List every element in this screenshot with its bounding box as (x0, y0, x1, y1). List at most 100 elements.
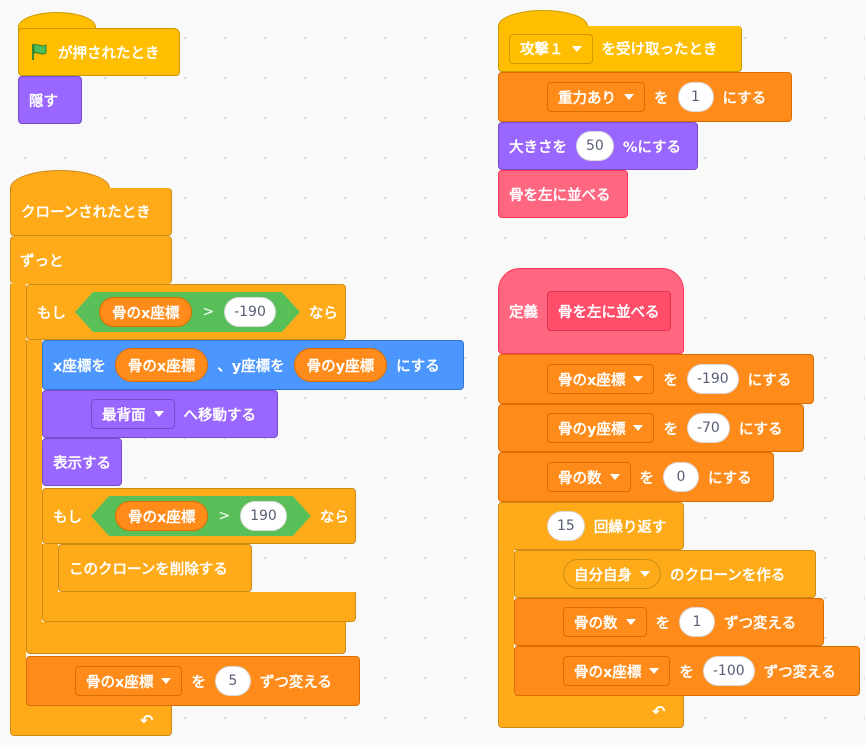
variable-dropdown[interactable]: 骨の数 (563, 607, 647, 637)
goto-y-label: 、y座標を (217, 358, 285, 375)
variable-dropdown[interactable]: 骨のx座標 (547, 364, 655, 394)
change-value-input[interactable]: 5 (214, 666, 251, 696)
variable-name: 骨のy座標 (558, 421, 626, 438)
if1-arm (26, 340, 42, 626)
set-tail: にする (738, 421, 783, 438)
caret-down-icon (625, 619, 636, 625)
clone-target-dropdown[interactable]: 自分自身 (563, 559, 661, 589)
repeat-tail: 回繰り返す (593, 519, 667, 536)
variable-dropdown[interactable]: 重力あり (547, 82, 645, 112)
when-i-receive-block[interactable]: 攻撃１ を受け取ったとき (498, 26, 742, 72)
call-procedure-block[interactable]: 骨を左に並べる (498, 170, 628, 218)
receive-tail: を受け取ったとき (601, 42, 718, 58)
show-block[interactable]: 表示する (42, 438, 122, 486)
greater-than-operator[interactable]: 骨のx座標 > 190 (91, 496, 311, 536)
variable-dropdown[interactable]: 骨のy座標 (547, 413, 655, 443)
forever-block[interactable] (10, 236, 172, 284)
hide-block[interactable]: 隠す (18, 76, 82, 124)
set-value-input[interactable]: 0 (663, 462, 699, 492)
compare-value-input[interactable]: 190 (240, 501, 287, 531)
caret-down-icon (633, 376, 644, 382)
gt-symbol: > (202, 304, 215, 320)
if2-bottom (42, 592, 356, 622)
define-block[interactable]: 定義 骨を左に並べる (498, 268, 684, 354)
size-value-input[interactable]: 50 (576, 131, 614, 161)
forever-label: ずっと (20, 253, 64, 270)
if-x-gt-neg190-block[interactable]: もし 骨のx座標 > -190 なら (26, 284, 346, 340)
set-bone-count-block[interactable]: 骨の数 を 0 にする (498, 452, 774, 502)
repeat-block[interactable]: 15 回繰り返す (498, 502, 684, 550)
repeat-arm (498, 548, 514, 696)
if1-bottom (26, 622, 346, 654)
broadcast-dropdown[interactable]: 攻撃１ (509, 33, 593, 64)
change-bone-count-block[interactable]: 骨の数 を 1 ずつ変える (514, 598, 824, 646)
set-label: を (663, 372, 678, 389)
set-tail: にする (747, 372, 792, 389)
change-tail: ずつ変える (763, 664, 836, 681)
caret-down-icon (640, 571, 650, 577)
set-tail: にする (722, 90, 767, 107)
variable-name: 重力あり (558, 90, 616, 107)
set-tail: にする (708, 470, 752, 487)
compare-value-input[interactable]: -190 (224, 297, 276, 327)
change-by-label: を (191, 674, 206, 691)
variable-dropdown[interactable]: 骨のx座標 (75, 666, 183, 696)
layer-dropdown[interactable]: 最背面 (91, 399, 175, 429)
set-bone-x-block[interactable]: 骨のx座標 を -190 にする (498, 354, 814, 404)
bone-x-reporter[interactable]: 骨のx座標 (114, 348, 209, 382)
if2-arm (42, 544, 58, 594)
change-bone-x-block[interactable]: 骨のx座標 を -100 ずつ変える (514, 646, 860, 696)
bone-y-reporter[interactable]: 骨のy座標 (293, 348, 388, 382)
variable-name: 骨の数 (574, 615, 618, 632)
then-label: なら (319, 509, 349, 526)
variable-name: 骨の数 (558, 470, 602, 487)
create-clone-block[interactable]: 自分自身 のクローンを作る (514, 550, 816, 598)
change-by-label: を (679, 664, 694, 681)
procedure-prototype[interactable]: 骨を左に並べる (547, 291, 671, 331)
variable-dropdown[interactable]: 骨の数 (547, 462, 631, 492)
goto-x-label: x座標を (53, 358, 106, 375)
forever-bottom (10, 704, 172, 736)
set-value-input[interactable]: 1 (677, 82, 714, 112)
set-size-block[interactable]: 大きさを 50 %にする (498, 122, 698, 170)
caret-down-icon (161, 678, 172, 684)
if-label: もし (53, 509, 82, 526)
change-value-input[interactable]: 1 (679, 607, 715, 637)
change-bone-x-block[interactable]: 骨のx座標 を 5 ずつ変える (26, 656, 360, 706)
clone-hat-label: クローンされたとき (21, 205, 151, 221)
forever-arm (10, 284, 26, 706)
variable-name: 骨のx座標 (558, 372, 626, 389)
go-to-layer-block[interactable]: 最背面 へ移動する (42, 390, 278, 438)
bone-x-reporter[interactable]: 骨のx座標 (99, 297, 192, 327)
caret-down-icon (649, 668, 660, 674)
set-value-input[interactable]: -190 (686, 364, 739, 394)
variable-name: 骨のx座標 (86, 674, 154, 691)
set-bone-y-block[interactable]: 骨のy座標 を -70 にする (498, 404, 804, 452)
gt-symbol: > (218, 508, 231, 524)
when-flag-clicked-block[interactable]: が押されたとき (18, 28, 180, 76)
change-value-input[interactable]: -100 (702, 656, 755, 686)
set-gravity-block[interactable]: 重力あり を 1 にする (498, 72, 792, 122)
variable-dropdown[interactable]: 骨のx座標 (563, 656, 671, 686)
bone-x-reporter[interactable]: 骨のx座標 (115, 501, 208, 531)
go-to-xy-block[interactable]: x座標を 骨のx座標 、y座標を 骨のy座標 にする (42, 340, 464, 390)
green-flag-icon (32, 44, 47, 60)
goto-tail: にする (396, 358, 440, 375)
delete-clone-label: このクローンを削除する (69, 561, 228, 578)
layer-option: 最背面 (102, 407, 146, 424)
if-x-gt-190-block[interactable]: もし 骨のx座標 > 190 なら (42, 488, 356, 544)
repeat-count-input[interactable]: 15 (547, 511, 585, 541)
broadcast-name: 攻撃１ (520, 42, 564, 58)
delete-clone-block[interactable]: このクローンを削除する (58, 544, 252, 592)
caret-down-icon (571, 45, 582, 52)
procedure-name: 骨を左に並べる (558, 304, 660, 321)
set-label: を (654, 90, 669, 107)
set-label: を (663, 421, 678, 438)
caret-down-icon (609, 474, 620, 480)
caret-down-icon (153, 411, 164, 417)
when-clone-start-block[interactable]: クローンされたとき (10, 188, 172, 236)
forever-label-wrap: ずっと (10, 236, 74, 284)
greater-than-operator[interactable]: 骨のx座標 > -190 (75, 292, 300, 332)
set-value-input[interactable]: -70 (686, 413, 730, 443)
repeat-arrow-wrap: ↶ (652, 696, 665, 726)
